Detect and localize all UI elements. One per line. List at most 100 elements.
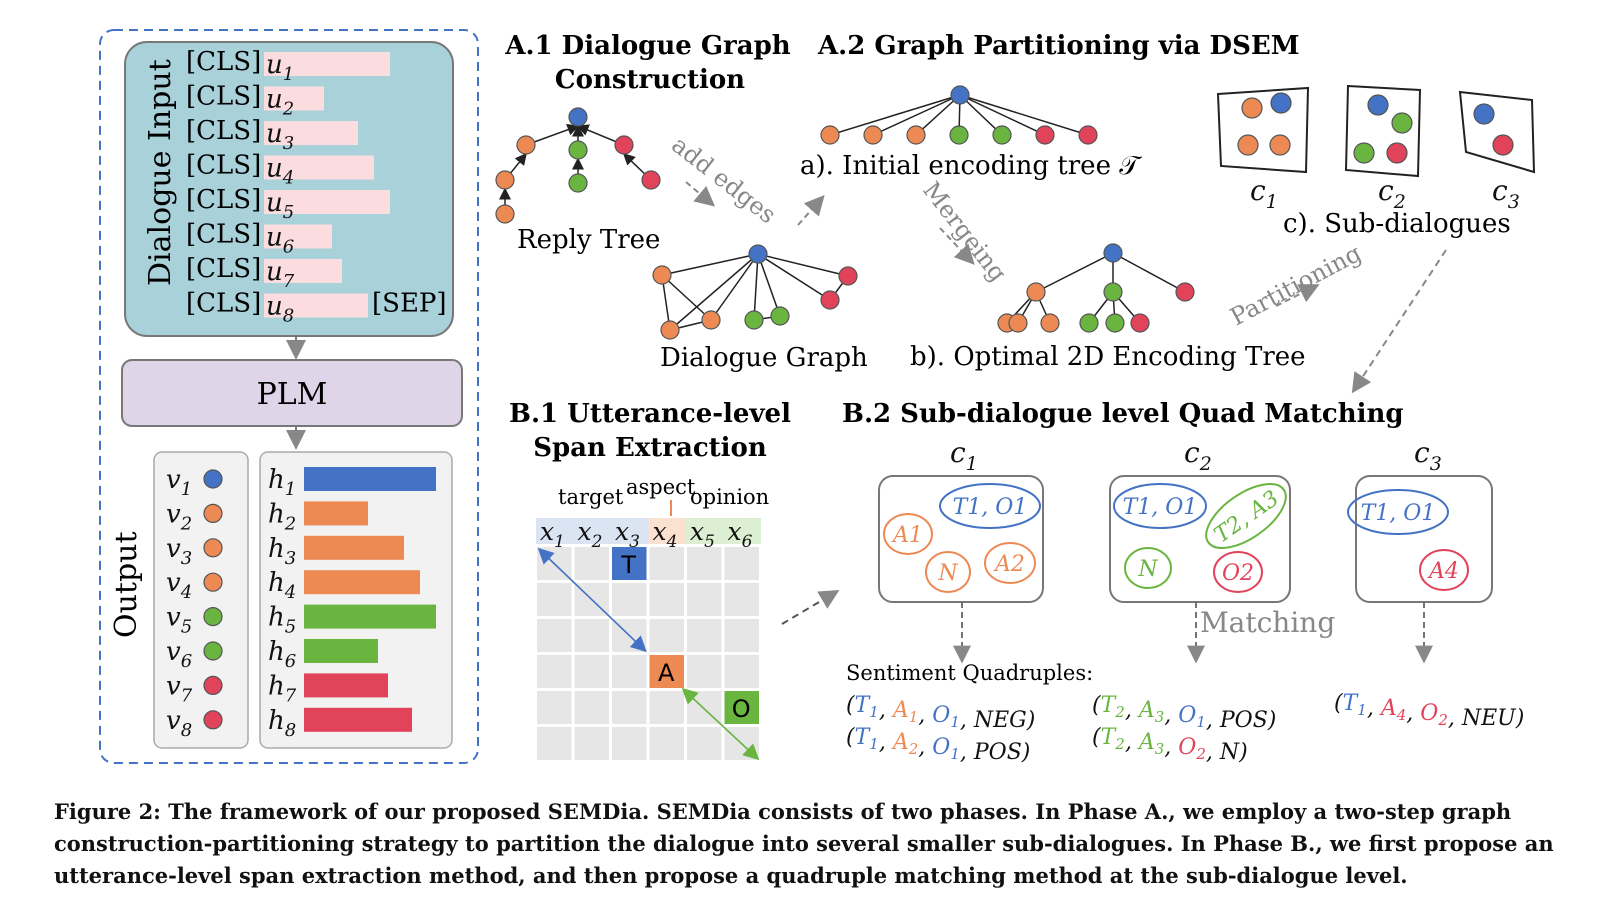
graph-edge <box>757 253 831 301</box>
graph-edge <box>872 94 961 136</box>
cluster-node <box>1492 134 1514 156</box>
a1-title-line1: A.1 Dialogue Graph <box>504 31 790 61</box>
token-label: x6 <box>728 517 753 552</box>
graph-edge <box>915 94 961 136</box>
node-dot <box>203 538 223 558</box>
utterance-bar <box>264 259 342 283</box>
node-dot <box>203 675 223 696</box>
grid-cell <box>687 583 722 616</box>
quadruples: (T1, A1, O1, NEG)(T1, A2, O1, POS)(T2, A… <box>846 691 1524 765</box>
c1-target-opinion: T1, O1 <box>939 483 1041 529</box>
span-label-aspect: aspect <box>626 475 696 499</box>
ellipse-label: A4 <box>1427 559 1459 584</box>
token-label: x2 <box>578 517 603 552</box>
ellipse-label: N <box>937 561 958 586</box>
quadruple: (T1, A4, O2, NEU) <box>1334 691 1524 731</box>
hidden-label: h6 <box>268 637 296 672</box>
cls-token: [CLS] <box>186 289 261 319</box>
cluster-node <box>1386 142 1408 164</box>
grid-cell <box>612 727 647 760</box>
grid-cell <box>612 583 647 616</box>
hidden-label: h2 <box>268 499 296 534</box>
graph-node <box>701 310 721 330</box>
grid-cell <box>649 655 684 688</box>
cell-tag: A <box>658 659 675 687</box>
cluster-label: c2 <box>1378 174 1406 213</box>
left-dashed-frame <box>99 29 479 764</box>
grid-cell <box>537 655 572 688</box>
grid-cell <box>687 619 722 652</box>
cls-token: [CLS] <box>186 151 261 181</box>
graph-node <box>992 125 1012 145</box>
utterance-label: u8 <box>266 292 294 327</box>
cluster-outline <box>1216 86 1310 174</box>
grid-cell <box>687 727 722 760</box>
graph-node <box>1103 282 1123 302</box>
grid-cell <box>649 727 684 760</box>
ellipse <box>1113 483 1207 529</box>
hidden-label: h1 <box>268 465 296 500</box>
cluster-node <box>1270 92 1292 114</box>
node-panel <box>153 451 249 749</box>
quadruples-title: Sentiment Quadruples: <box>846 661 1093 685</box>
graph-node <box>1008 313 1028 333</box>
opinion-span-header <box>686 518 761 544</box>
quadruple: (T2, A3, O1, POS) <box>1092 693 1276 733</box>
node-label: v1 <box>166 465 192 500</box>
cluster-node <box>1269 134 1291 156</box>
graph-node <box>495 170 515 190</box>
c2-neutral: N <box>1124 547 1172 589</box>
cluster-node <box>1367 94 1389 116</box>
cluster-node <box>1391 112 1413 134</box>
cluster-label: c3 <box>1492 174 1520 213</box>
graph-edge <box>959 94 1046 136</box>
grid-cell <box>537 691 572 724</box>
graph-node <box>1035 125 1055 145</box>
node-label: v8 <box>166 706 192 741</box>
graph-edge <box>829 94 961 136</box>
hidden-bar <box>304 673 388 698</box>
graph-edge <box>753 253 759 321</box>
ellipse <box>925 551 971 593</box>
utterance-label: u7 <box>266 257 295 292</box>
graph-node <box>1175 282 1195 302</box>
ellipse-label: T1, O1 <box>953 495 1028 520</box>
ellipse <box>1205 483 1287 549</box>
grid-cell <box>649 691 684 724</box>
ellipse <box>939 483 1041 529</box>
a2-title: A.2 Graph Partitioning via DSEM <box>817 31 1299 61</box>
grid-cell <box>574 691 609 724</box>
graph-node <box>1079 313 1099 333</box>
graph-edge <box>757 253 849 277</box>
graph-node <box>568 140 588 160</box>
matching-label: Matching <box>1200 606 1335 639</box>
graph-node <box>1040 313 1060 333</box>
sub-dialogues-label: c). Sub-dialogues <box>1283 209 1511 239</box>
graph-node <box>652 265 672 285</box>
quad-cluster-box <box>1109 475 1291 603</box>
hidden-label: h3 <box>268 534 296 569</box>
grid-cell <box>724 655 759 688</box>
b1-title-line2: Span Extraction <box>533 433 767 463</box>
graph-node <box>660 320 680 340</box>
cls-token: [CLS] <box>186 47 261 77</box>
cluster-node <box>1353 142 1375 164</box>
graph-node <box>1078 125 1098 145</box>
cls-token: [CLS] <box>186 82 261 112</box>
merging-label: Mergeing <box>917 176 1012 286</box>
grid-cell <box>574 727 609 760</box>
utterance-label: u5 <box>266 188 294 223</box>
hidden-label: h8 <box>268 706 296 741</box>
token-label: x3 <box>615 517 640 552</box>
cluster-label: c1 <box>1250 174 1278 213</box>
quad-cluster-label: c3 <box>1414 436 1442 475</box>
graph-node <box>495 204 515 224</box>
utterance-bar <box>264 155 374 180</box>
cell-tag: O <box>732 695 751 723</box>
figure-caption: Figure 2: The framework of our proposed … <box>54 799 1554 888</box>
graph-node <box>516 135 536 155</box>
utterance-rows: [CLS]u1[CLS]u2[CLS]u3[CLS]u4[CLS]u5[CLS]… <box>186 47 447 327</box>
node-label: v5 <box>166 603 192 638</box>
